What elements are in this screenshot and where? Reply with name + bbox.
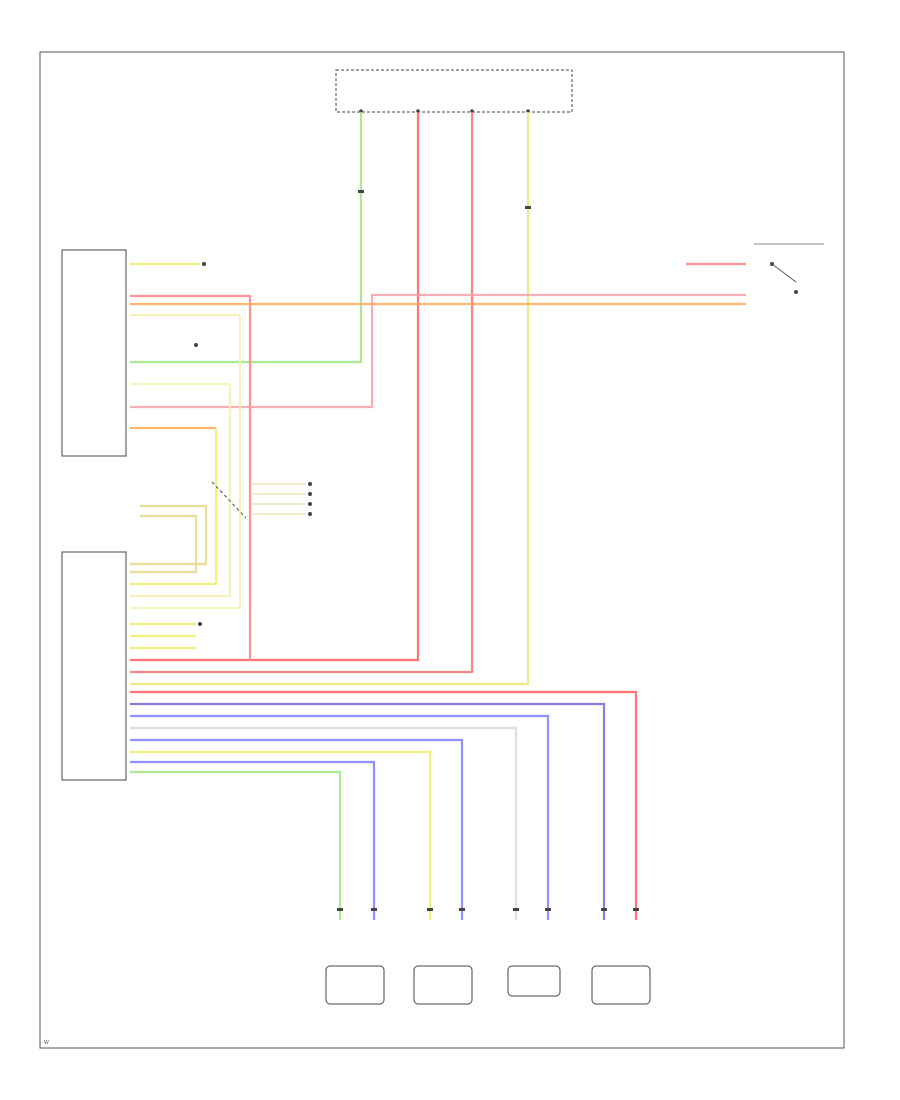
sensor-4 (591, 908, 651, 1005)
wire-lwr-yellow-1 (130, 504, 208, 566)
fuse-1-terminal (359, 109, 363, 113)
sensor-1-connector-a (337, 908, 343, 911)
fuse-1 (359, 109, 363, 113)
wire-splice-yellow-b (130, 384, 232, 598)
sensor-4-body (591, 965, 651, 1005)
wire-fuse4-connector (525, 206, 531, 209)
fuse-2-terminal (416, 109, 420, 113)
lwr-module (130, 315, 312, 610)
wire-rm-blue-to-sensor3 (130, 714, 550, 920)
sensor-4-connector-a (601, 908, 607, 911)
wire-cu-yellow-1-terminal (202, 262, 206, 266)
sensor-3-body (507, 965, 561, 997)
fuse-block-outline (335, 69, 573, 113)
fuse-4-terminal (526, 109, 530, 113)
wire-splice-yellow-c (130, 428, 218, 586)
wire-fuse3-red (130, 112, 474, 674)
switch-blade (771, 263, 797, 283)
wire-fuse2-red (130, 112, 420, 662)
wire-splice-gray (252, 483, 306, 515)
control-unit (61, 249, 746, 660)
diagram-id: W (44, 1040, 49, 1046)
control-unit-box (61, 249, 127, 457)
splice-point-2 (308, 492, 312, 496)
wire-rm-green-to-sensor1 (130, 770, 342, 920)
wire-rm-blue-to-sensor2 (130, 738, 464, 920)
wire-cu-red-1 (130, 294, 252, 660)
sensor-3-connector-b (545, 908, 551, 911)
wire-rm-yellow-to-sensor2 (130, 750, 432, 920)
wire-splice-yellow-a (130, 315, 242, 610)
fuse-2 (416, 109, 420, 113)
wire-rm-blue-to-sensor1 (130, 760, 376, 920)
fuse-block (335, 69, 573, 113)
splice-diagonal (211, 481, 247, 519)
sensor-1-body (325, 965, 385, 1005)
splice-point-1 (308, 482, 312, 486)
sensor-3 (507, 908, 561, 997)
wire-cu-splice-1 (194, 343, 198, 347)
fuse-feeds (130, 112, 531, 686)
sensor-2-body (413, 965, 473, 1005)
switch-component (686, 243, 824, 294)
sensor-4-connector-b (633, 908, 639, 911)
wire-fuse1-green (130, 112, 363, 364)
splice-point-4 (308, 512, 312, 516)
wire-rm-yellow-short-terminal (198, 622, 202, 626)
rear-module-box (61, 551, 127, 781)
wire-lwr-yellow-2 (130, 514, 198, 574)
diagram-frame (39, 51, 845, 1049)
switch-terminal-2 (794, 290, 798, 294)
rear-module (61, 551, 638, 920)
sensors (325, 908, 651, 1005)
wire-rm-gray-to-sensor3 (130, 726, 518, 920)
wire-cu-pink-loop (130, 293, 746, 409)
fuse-3-terminal (470, 109, 474, 113)
sensor-1 (325, 908, 385, 1005)
wire-rm-purple-to-sensor4 (130, 702, 606, 920)
sensor-3-connector-a (513, 908, 519, 911)
wire-fuse4-yellow (130, 112, 530, 686)
fuse-4 (526, 109, 530, 113)
wire-fuse1-connector (358, 190, 364, 193)
sensor-1-connector-b (371, 908, 377, 911)
fuse-3 (470, 109, 474, 113)
wire-rm-red-to-sensor4 (130, 690, 638, 920)
sensor-2 (413, 908, 473, 1005)
sensor-2-connector-a (427, 908, 433, 911)
splice-point-3 (308, 502, 312, 506)
sensor-2-connector-b (459, 908, 465, 911)
